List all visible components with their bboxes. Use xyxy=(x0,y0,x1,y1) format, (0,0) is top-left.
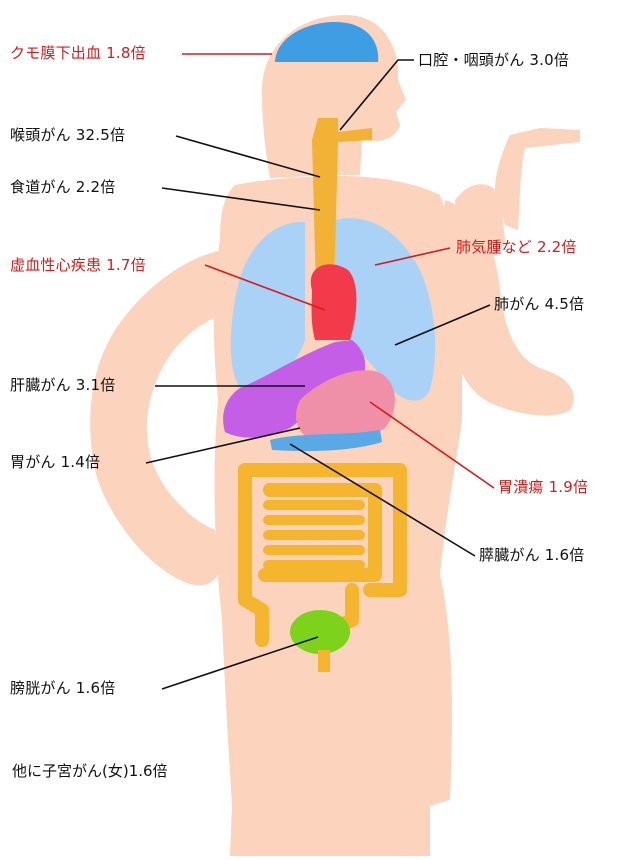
label-gastric-ulcer: 胃潰瘍 1.9倍 xyxy=(498,478,588,496)
heart xyxy=(311,264,357,340)
label-subarachnoid-hemorrhage: クモ膜下出血 1.8倍 xyxy=(10,44,146,62)
label-oral-pharyngeal-cancer: 口腔・咽頭がん 3.0倍 xyxy=(418,51,569,69)
label-uterine-cancer-note: 他に子宮がん(女)1.6倍 xyxy=(12,760,168,781)
label-stomach-cancer: 胃がん 1.4倍 xyxy=(10,453,100,471)
hand xyxy=(495,128,580,230)
label-lung-cancer: 肺がん 4.5倍 xyxy=(494,295,584,313)
label-emphysema: 肺気腫など 2.2倍 xyxy=(456,238,577,256)
label-esophageal-cancer: 食道がん 2.2倍 xyxy=(10,178,115,196)
label-liver-cancer: 肝臓がん 3.1倍 xyxy=(10,376,115,394)
label-bladder-cancer: 膀胱がん 1.6倍 xyxy=(10,679,115,697)
bladder-neck xyxy=(318,650,330,672)
label-laryngeal-cancer: 喉頭がん 32.5倍 xyxy=(10,126,125,144)
label-ischemic-heart-disease: 虚血性心疾患 1.7倍 xyxy=(10,256,146,274)
label-pancreatic-cancer: 膵臓がん 1.6倍 xyxy=(479,546,584,564)
left-arm xyxy=(90,250,224,585)
bladder xyxy=(290,610,350,654)
